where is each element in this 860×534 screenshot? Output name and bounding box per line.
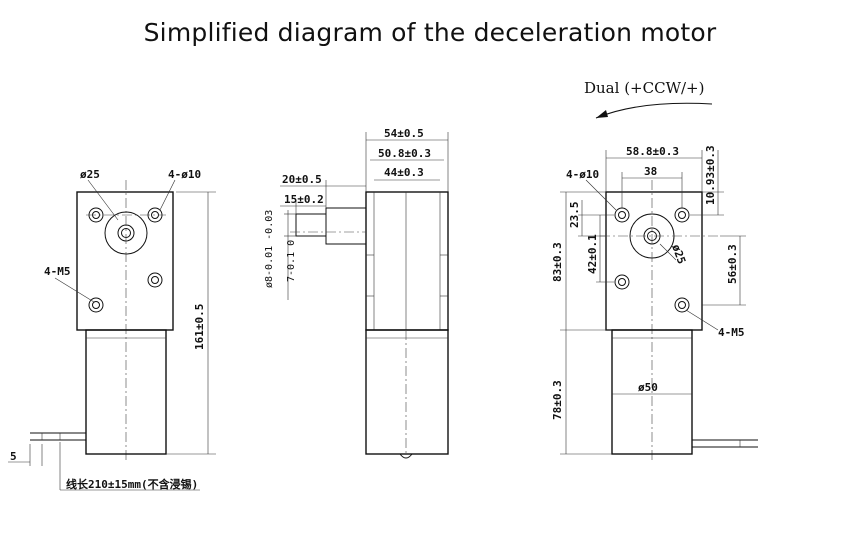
left-offset-dim: 5 xyxy=(10,450,17,463)
side-shaft-boss xyxy=(325,207,367,245)
left-hole-mr xyxy=(147,272,163,288)
rotation-arrowhead xyxy=(596,110,608,118)
left-holes-label: 4-ø10 xyxy=(168,168,201,181)
side-motor-body xyxy=(365,329,449,455)
side-flat-dim: 7-0.1 0 xyxy=(286,240,297,282)
right-hole-ml xyxy=(614,274,630,290)
rotation-label: Dual (+CCW/+) xyxy=(584,79,704,97)
right-holes-label: 4-ø10 xyxy=(566,168,599,181)
left-d25-label: ø25 xyxy=(80,168,100,181)
right-hole-tl xyxy=(614,207,630,223)
right-motor-body xyxy=(611,329,693,455)
left-gearbox-plate xyxy=(76,191,174,331)
side-shaft-dia-dim: ø8-0.01 -0.03 xyxy=(264,210,275,288)
right-h78-dim: 78±0.3 xyxy=(551,380,564,420)
side-w508-dim: 50.8±0.3 xyxy=(378,147,431,160)
left-view: 5 线长210±15mm(不含浸锡) ø25 4-ø10 4-M5 161±0.… xyxy=(8,168,216,491)
left-motor-body xyxy=(85,329,167,455)
right-w38-dim: 38 xyxy=(644,165,657,178)
right-view: 58.8±0.3 38 10.93±0.3 4-ø10 23.5 42±0.1 … xyxy=(551,145,758,460)
right-h1093-dim: 10.93±0.3 xyxy=(704,145,717,205)
left-hole-bl xyxy=(88,297,104,313)
right-m5-label: 4-M5 xyxy=(718,326,745,339)
page-title: Simplified diagram of the deceleration m… xyxy=(143,18,717,47)
side-w44-dim: 44±0.3 xyxy=(384,166,424,179)
right-h56-dim: 56±0.3 xyxy=(726,244,739,284)
left-height-dim: 161±0.5 xyxy=(193,304,206,350)
right-hole-br xyxy=(674,297,690,313)
right-hole-tr xyxy=(674,207,690,223)
right-d25-label: ø25 xyxy=(669,243,688,266)
side-w54-dim: 54±0.5 xyxy=(384,127,424,140)
wire-length-note: 线长210±15mm(不含浸锡) xyxy=(66,477,198,491)
side-view: 54±0.5 50.8±0.3 44±0.3 20±0.5 15±0.2 ø8-… xyxy=(264,127,449,459)
right-h235-dim: 23.5 xyxy=(568,202,581,229)
right-w588-dim: 58.8±0.3 xyxy=(626,145,679,158)
right-h42-dim: 42±0.1 xyxy=(586,234,599,274)
rotation-annotation: Dual (+CCW/+) xyxy=(584,79,713,119)
side-gearbox xyxy=(365,191,449,331)
side-s15-dim: 15±0.2 xyxy=(284,193,324,206)
side-motor-end xyxy=(399,453,413,459)
right-d50-dim: ø50 xyxy=(638,381,658,394)
right-h83-dim: 83±0.3 xyxy=(551,242,564,282)
rotation-arrow-arc xyxy=(595,102,713,119)
side-s20-dim: 20±0.5 xyxy=(282,173,322,186)
left-m5-label: 4-M5 xyxy=(44,265,71,278)
side-shaft xyxy=(295,213,327,237)
